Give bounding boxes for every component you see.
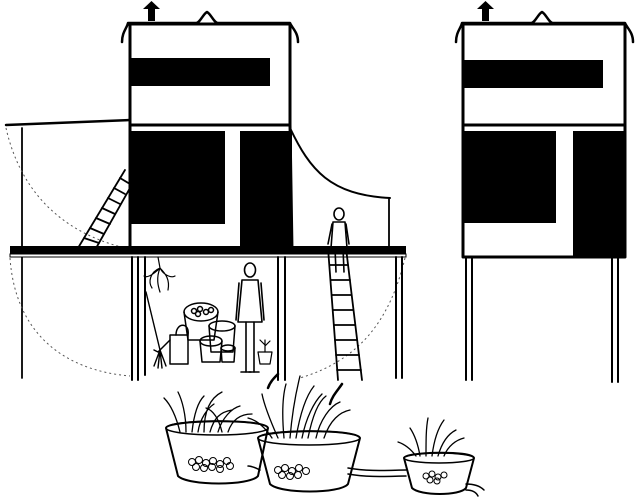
left-tower-upper-window xyxy=(130,58,270,86)
watering-can-icon xyxy=(153,324,189,365)
wetland-basins xyxy=(163,372,485,497)
right-tower-cornice xyxy=(454,10,635,44)
ladder-lower xyxy=(327,247,363,381)
person-on-ladder xyxy=(327,207,350,273)
left-tower-window-left xyxy=(130,131,225,224)
left-tower-stilts xyxy=(131,256,403,381)
potted-plant-icon xyxy=(257,339,273,365)
hanging-herbs-icon xyxy=(143,256,176,293)
ladder-upper xyxy=(77,169,131,251)
chimney-vent-icon xyxy=(143,1,160,21)
person-standing xyxy=(235,262,265,373)
deck xyxy=(9,246,407,258)
basin-3 xyxy=(397,417,475,495)
connecting-pipe xyxy=(247,465,485,497)
storage-pots xyxy=(183,302,236,363)
left-tower-cornice xyxy=(120,10,300,44)
right-tower-window-left xyxy=(463,131,556,223)
broom-icon xyxy=(145,291,167,369)
right-tower-upper-window xyxy=(463,60,603,88)
right-tower-stilts xyxy=(465,256,619,383)
right-tower-door xyxy=(573,131,625,257)
basin-2 xyxy=(247,372,361,493)
left-tower xyxy=(4,1,407,381)
right-tower xyxy=(454,1,635,383)
left-tower-door xyxy=(240,131,292,250)
basin-1 xyxy=(163,391,269,485)
chimney-vent-icon xyxy=(477,1,494,21)
